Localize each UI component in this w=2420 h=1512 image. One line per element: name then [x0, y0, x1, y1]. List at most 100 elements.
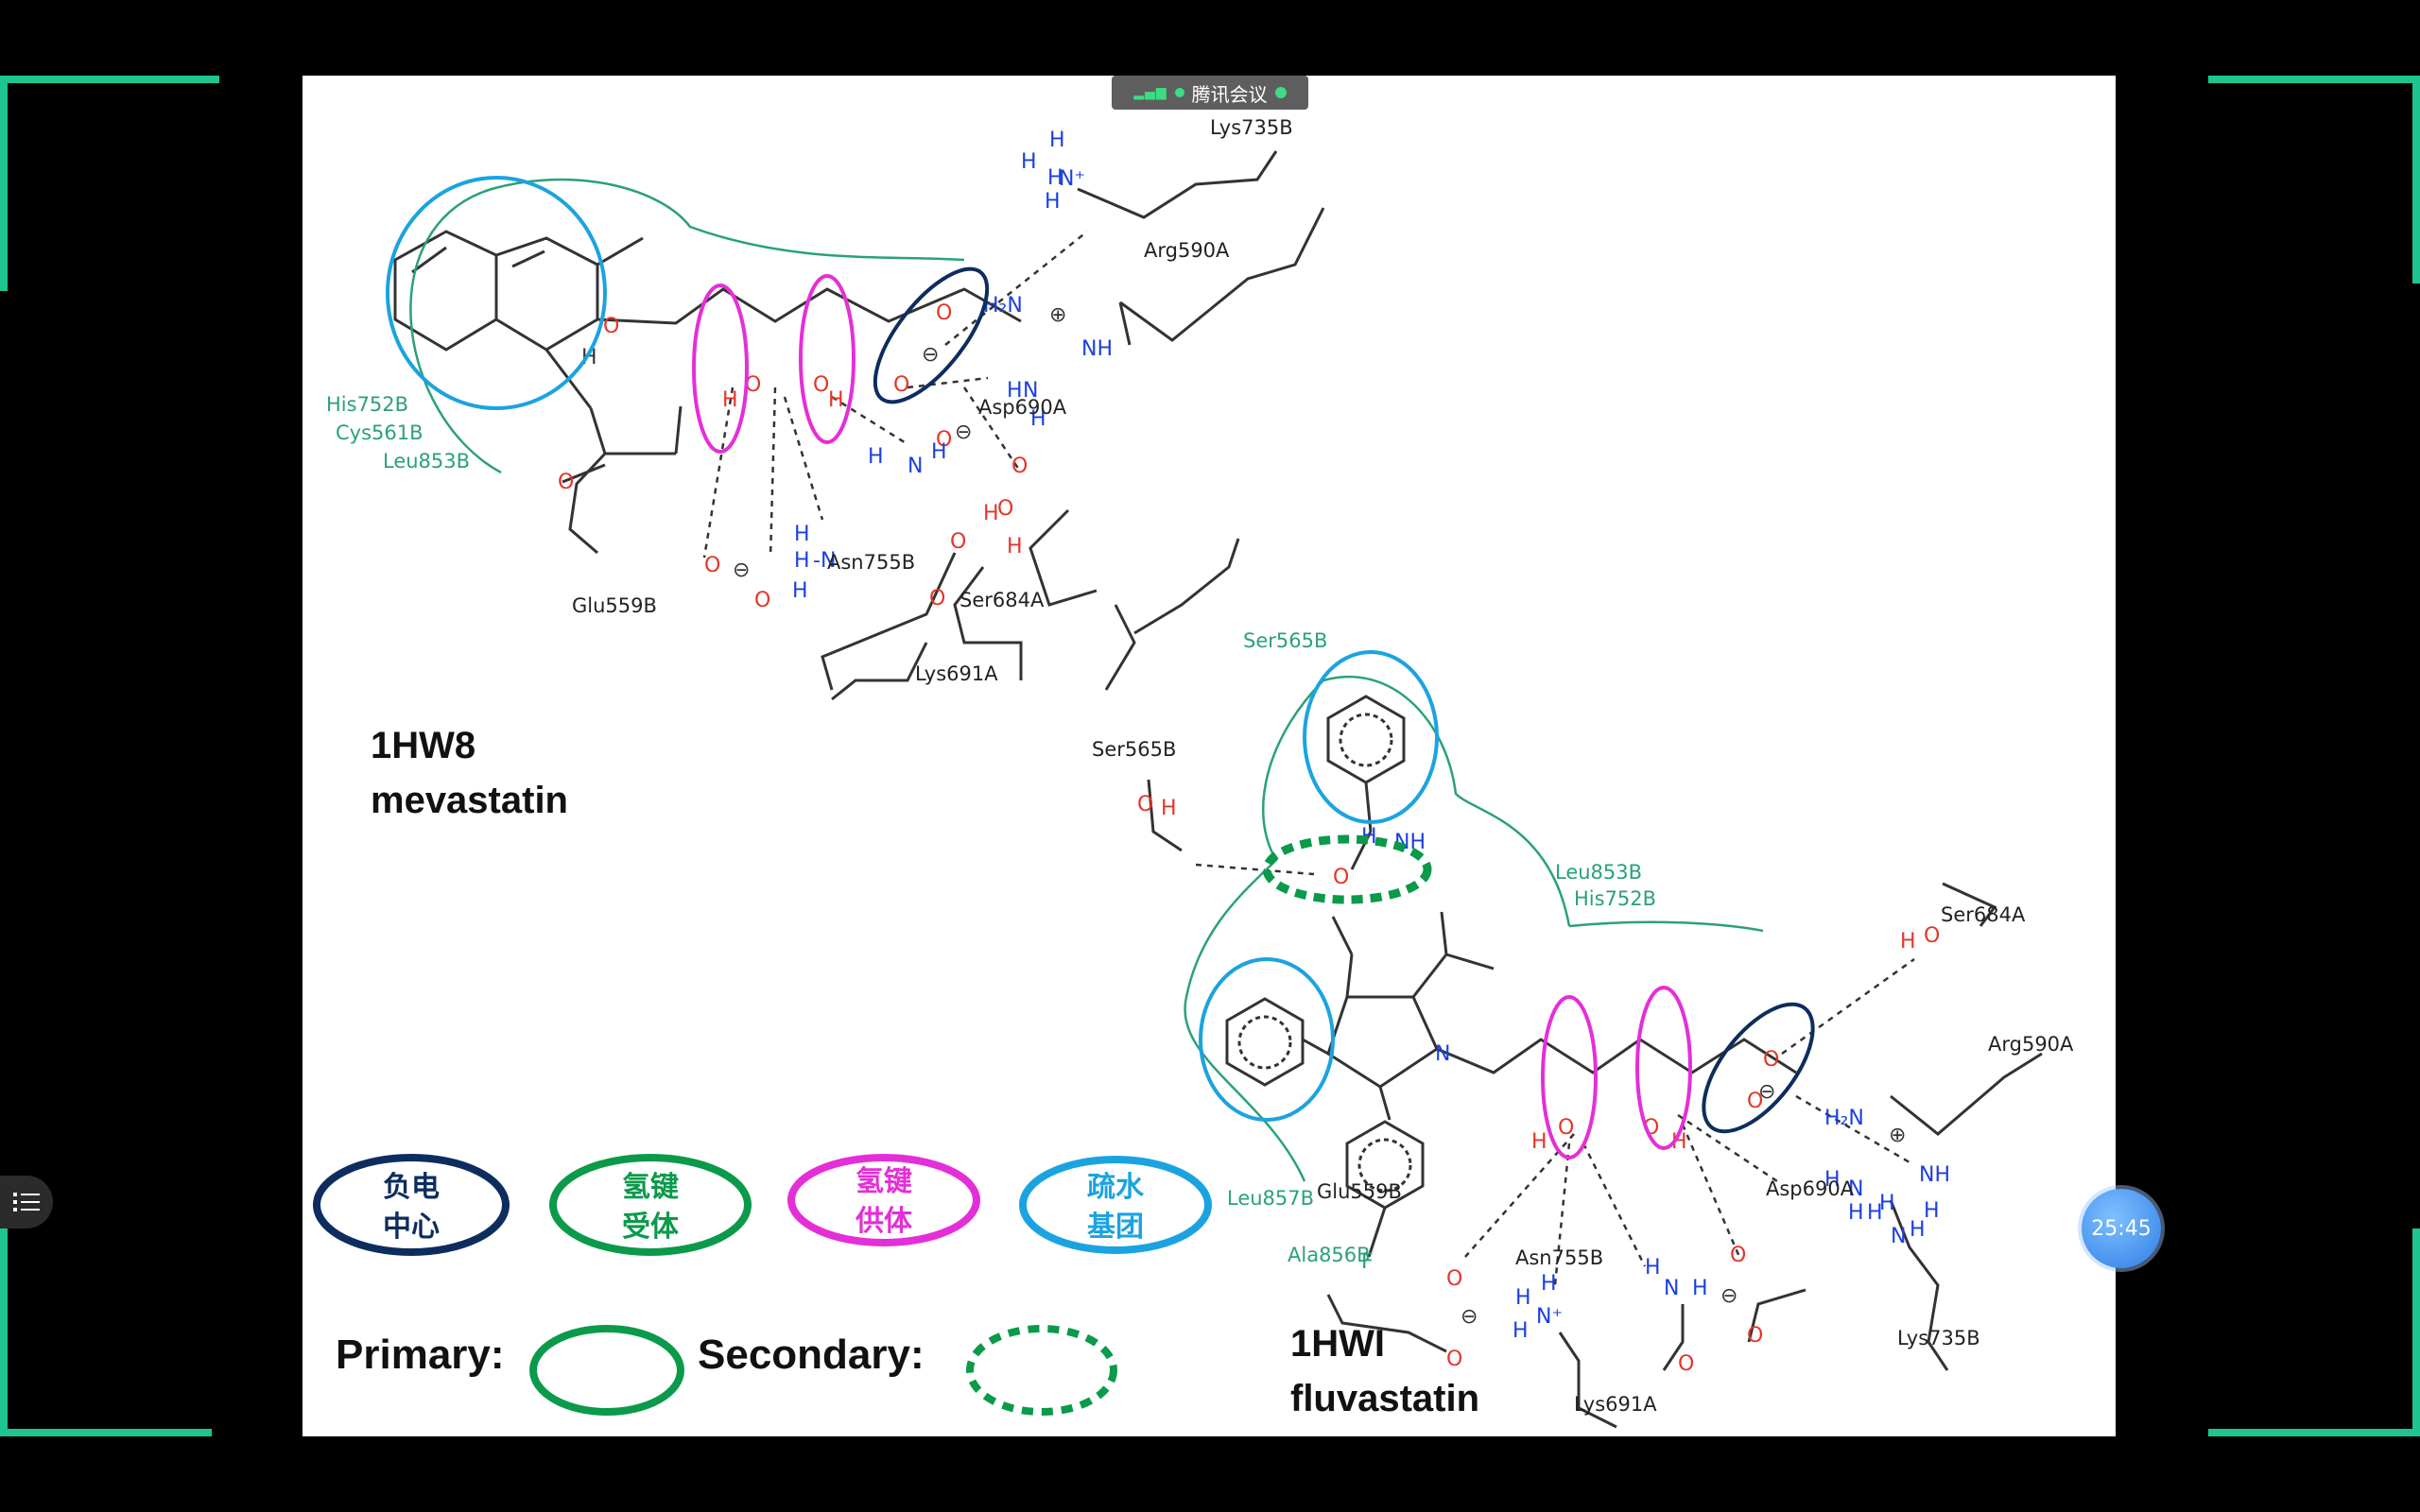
- svg-text:O: O: [558, 471, 574, 494]
- svg-text:基团: 基团: [1087, 1211, 1144, 1244]
- svg-text:中心: 中心: [383, 1211, 440, 1244]
- res-ser684a: Ser684A: [1941, 903, 2026, 926]
- svg-text:O: O: [997, 497, 1013, 521]
- mevastatin-hydrophobic-ellipse: [386, 176, 607, 410]
- svg-text:H: H: [868, 445, 884, 469]
- svg-text:H: H: [1021, 150, 1037, 174]
- svg-text:O: O: [1333, 866, 1349, 889]
- slide-drawing: H O O O H O H O O ⊖ ⊖ O O H O O O ⊖ O O …: [313, 116, 2074, 1429]
- svg-text:O: O: [1747, 1324, 1763, 1348]
- shared-slide: H O O O H O H O O ⊖ ⊖ O O H O O O ⊖ O O …: [302, 76, 2116, 1436]
- secondary-swatch: [966, 1325, 1117, 1416]
- res-his752b: His752B: [326, 393, 408, 416]
- svg-text:O: O: [1747, 1090, 1763, 1113]
- meeting-status-pill[interactable]: ▂▄▆ 腾讯会议: [1112, 76, 1308, 110]
- svg-text:H: H: [1531, 1130, 1547, 1154]
- svg-text:氢键: 氢键: [856, 1165, 912, 1198]
- svg-text:氢键: 氢键: [622, 1171, 679, 1204]
- legend-hbond-donor: 氢键 供体: [787, 1154, 980, 1246]
- res-asn755b: Asn755B: [1515, 1246, 1603, 1269]
- svg-text:N⁺: N⁺: [1536, 1305, 1563, 1329]
- svg-text:H: H: [1161, 797, 1177, 820]
- res-ala856b: Ala856B: [1288, 1244, 1371, 1266]
- svg-text:H: H: [1867, 1201, 1883, 1225]
- svg-text:H₂N: H₂N: [983, 294, 1023, 318]
- floating-timer-bubble[interactable]: 25:45: [2082, 1189, 2161, 1268]
- svg-text:H: H: [792, 579, 808, 603]
- svg-text:O: O: [950, 530, 966, 554]
- res-lys691a: Lys691A: [1574, 1393, 1657, 1416]
- svg-text:H: H: [1007, 535, 1023, 558]
- connection-dot-icon: [1174, 88, 1184, 97]
- svg-text:H: H: [1045, 190, 1061, 214]
- svg-text:O: O: [1446, 1348, 1462, 1371]
- fluvastatin-pocket-outline-1: [1184, 675, 1571, 1182]
- legend-hbond-acceptor: 氢键 受体: [549, 1154, 752, 1256]
- svg-text:O: O: [754, 589, 770, 612]
- svg-text:H: H: [983, 502, 999, 525]
- mevastatin-donor-ellipse-2: [799, 274, 856, 444]
- svg-text:H: H: [1692, 1277, 1708, 1300]
- fluvastatin-acceptor-ellipse: [1262, 834, 1432, 904]
- svg-text:H: H: [581, 346, 597, 369]
- svg-text:⊖: ⊖: [955, 421, 972, 444]
- fluvastatin-hydrophobic-ellipse-left: [1199, 957, 1335, 1122]
- res-glu559b: Glu559B: [572, 594, 657, 617]
- svg-text:O: O: [936, 301, 952, 325]
- svg-text:O: O: [1558, 1116, 1574, 1140]
- svg-text:⊕: ⊕: [1049, 303, 1066, 327]
- svg-text:H: H: [1512, 1319, 1529, 1343]
- res-his752b: His752B: [1574, 887, 1656, 910]
- svg-text:O: O: [1678, 1352, 1694, 1376]
- svg-text:负电: 负电: [383, 1171, 440, 1204]
- mevastatin-name: mevastatin: [371, 780, 568, 821]
- svg-text:H: H: [828, 388, 844, 412]
- frame-corner-tr: [2208, 76, 2420, 284]
- list-icon: [13, 1193, 40, 1211]
- mevastatin-donor-ellipse-1: [692, 284, 749, 454]
- svg-text:H: H: [931, 440, 947, 464]
- svg-text:NH: NH: [1919, 1163, 1950, 1187]
- svg-text:H: H: [1047, 166, 1063, 190]
- fluvastatin-code: 1HWI: [1290, 1323, 1385, 1365]
- svg-text:H: H: [1671, 1130, 1687, 1154]
- svg-text:H: H: [722, 388, 738, 412]
- fluvastatin-atoms: H O NH N O H F O H O H O O ⊖ H O H₂N ⊕ N…: [1137, 793, 1950, 1376]
- res-leu853b: Leu853B: [383, 450, 470, 472]
- frame-corner-br: [2208, 1228, 2420, 1436]
- svg-text:N⁺: N⁺: [1059, 167, 1085, 191]
- svg-text:H: H: [1541, 1272, 1557, 1296]
- res-asp690a: Asp690A: [978, 396, 1067, 419]
- res-lys735b: Lys735B: [1897, 1327, 1980, 1349]
- svg-text:O: O: [1730, 1244, 1746, 1267]
- legend-hydrophobic: 疏水 基团: [1019, 1156, 1212, 1254]
- svg-text:⊖: ⊖: [1720, 1284, 1737, 1308]
- member-list-button[interactable]: [0, 1176, 53, 1228]
- signal-bars-icon: ▂▄▆: [1133, 85, 1167, 100]
- svg-text:H: H: [794, 549, 810, 573]
- res-ser684a: Ser684A: [959, 589, 1045, 611]
- primary-label: Primary:: [336, 1332, 505, 1378]
- svg-text:O: O: [1763, 1048, 1779, 1072]
- fluvastatin-negative-ellipse: [1702, 1002, 1815, 1134]
- res-leu857b: Leu857B: [1227, 1187, 1314, 1210]
- svg-text:H: H: [1924, 1199, 1940, 1223]
- svg-text:H: H: [1515, 1286, 1531, 1310]
- svg-text:O: O: [1137, 793, 1153, 816]
- svg-text:O: O: [1011, 455, 1028, 478]
- svg-text:O: O: [936, 428, 952, 452]
- svg-text:H: H: [1848, 1201, 1864, 1225]
- svg-text:O: O: [893, 373, 909, 397]
- mevastatin-atoms: H O O O H O H O O ⊖ ⊖ O O H O O O ⊖ O O …: [558, 129, 1113, 612]
- svg-text:NH: NH: [1081, 337, 1113, 361]
- svg-text:⊖: ⊖: [733, 558, 750, 582]
- res-cys561b: Cys561B: [336, 421, 424, 444]
- res-arg590a: Arg590A: [1144, 239, 1230, 262]
- svg-text:H: H: [1049, 129, 1065, 152]
- mevastatin-code: 1HW8: [371, 725, 475, 766]
- svg-text:N: N: [1891, 1225, 1906, 1248]
- mevastatin-negative-ellipse: [873, 266, 990, 404]
- svg-text:供体: 供体: [855, 1205, 913, 1238]
- res-lys691a: Lys691A: [915, 662, 998, 685]
- fluvastatin-donor-ellipse-2: [1635, 986, 1692, 1150]
